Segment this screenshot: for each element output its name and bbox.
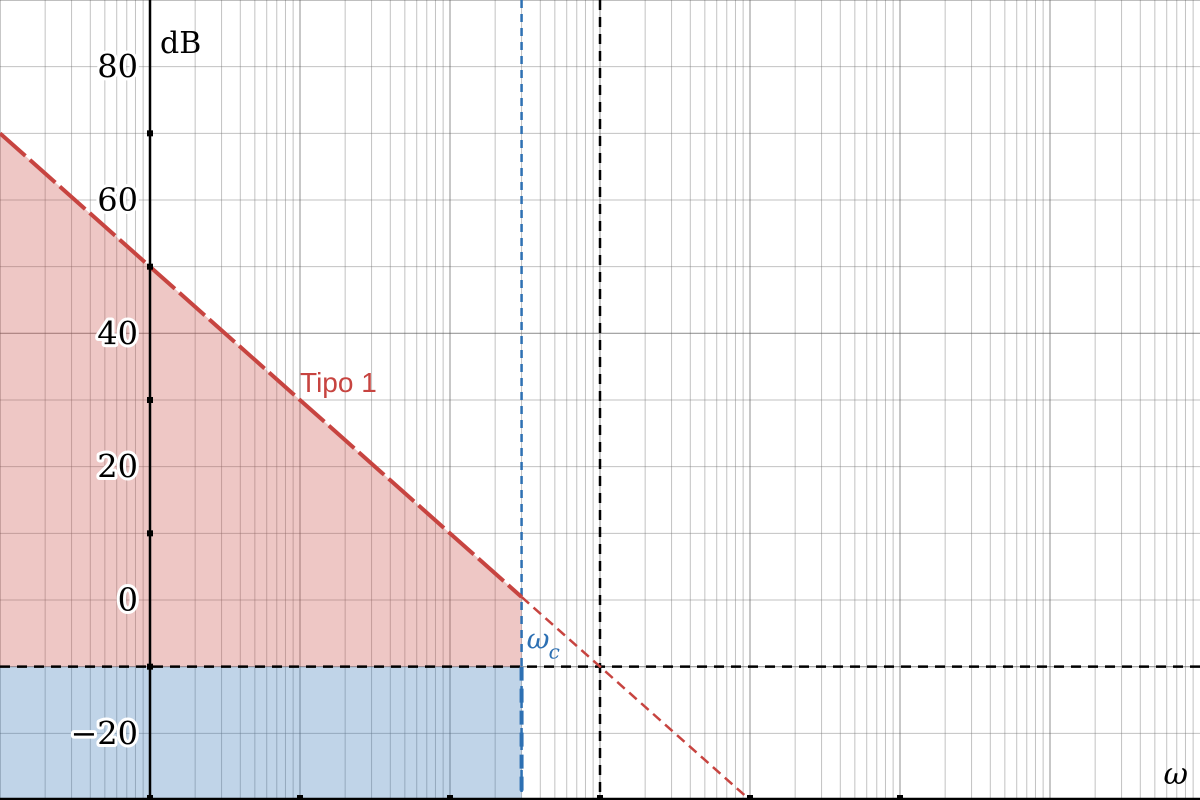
omega-c-subscript: c <box>549 640 560 664</box>
series-tipo1-extension <box>520 596 751 800</box>
x-tick-mark <box>747 795 753 800</box>
y-tick-mark <box>147 130 153 137</box>
y-tick-mark <box>147 530 153 537</box>
x-tick-mark <box>897 795 903 800</box>
omega-c-label: ω <box>527 623 550 656</box>
y-axis-label: dB <box>160 26 201 61</box>
y-tick-mark <box>147 263 153 270</box>
y-tick-label: 20 <box>97 448 138 486</box>
series-tipo1-bold <box>0 131 523 599</box>
x-axis-label: ω <box>1164 757 1188 792</box>
y-tick-mark <box>147 397 153 403</box>
x-tick-mark <box>597 795 603 800</box>
series-label-tipo1: Tipo 1 <box>300 367 377 398</box>
x-tick-mark <box>297 795 303 800</box>
region-blue <box>0 666 522 800</box>
y-tick-label: 0 <box>118 581 138 619</box>
y-tick-mark <box>147 663 153 670</box>
shaded-regions <box>0 133 522 800</box>
y-tick-label: 40 <box>97 314 138 352</box>
x-tick-mark <box>147 795 153 800</box>
y-tick-label: −20 <box>70 714 138 752</box>
y-tick-label: 80 <box>97 48 138 86</box>
y-tick-label: 60 <box>97 181 138 219</box>
region-tipo1-red <box>0 133 522 667</box>
x-tick-mark <box>447 795 453 800</box>
